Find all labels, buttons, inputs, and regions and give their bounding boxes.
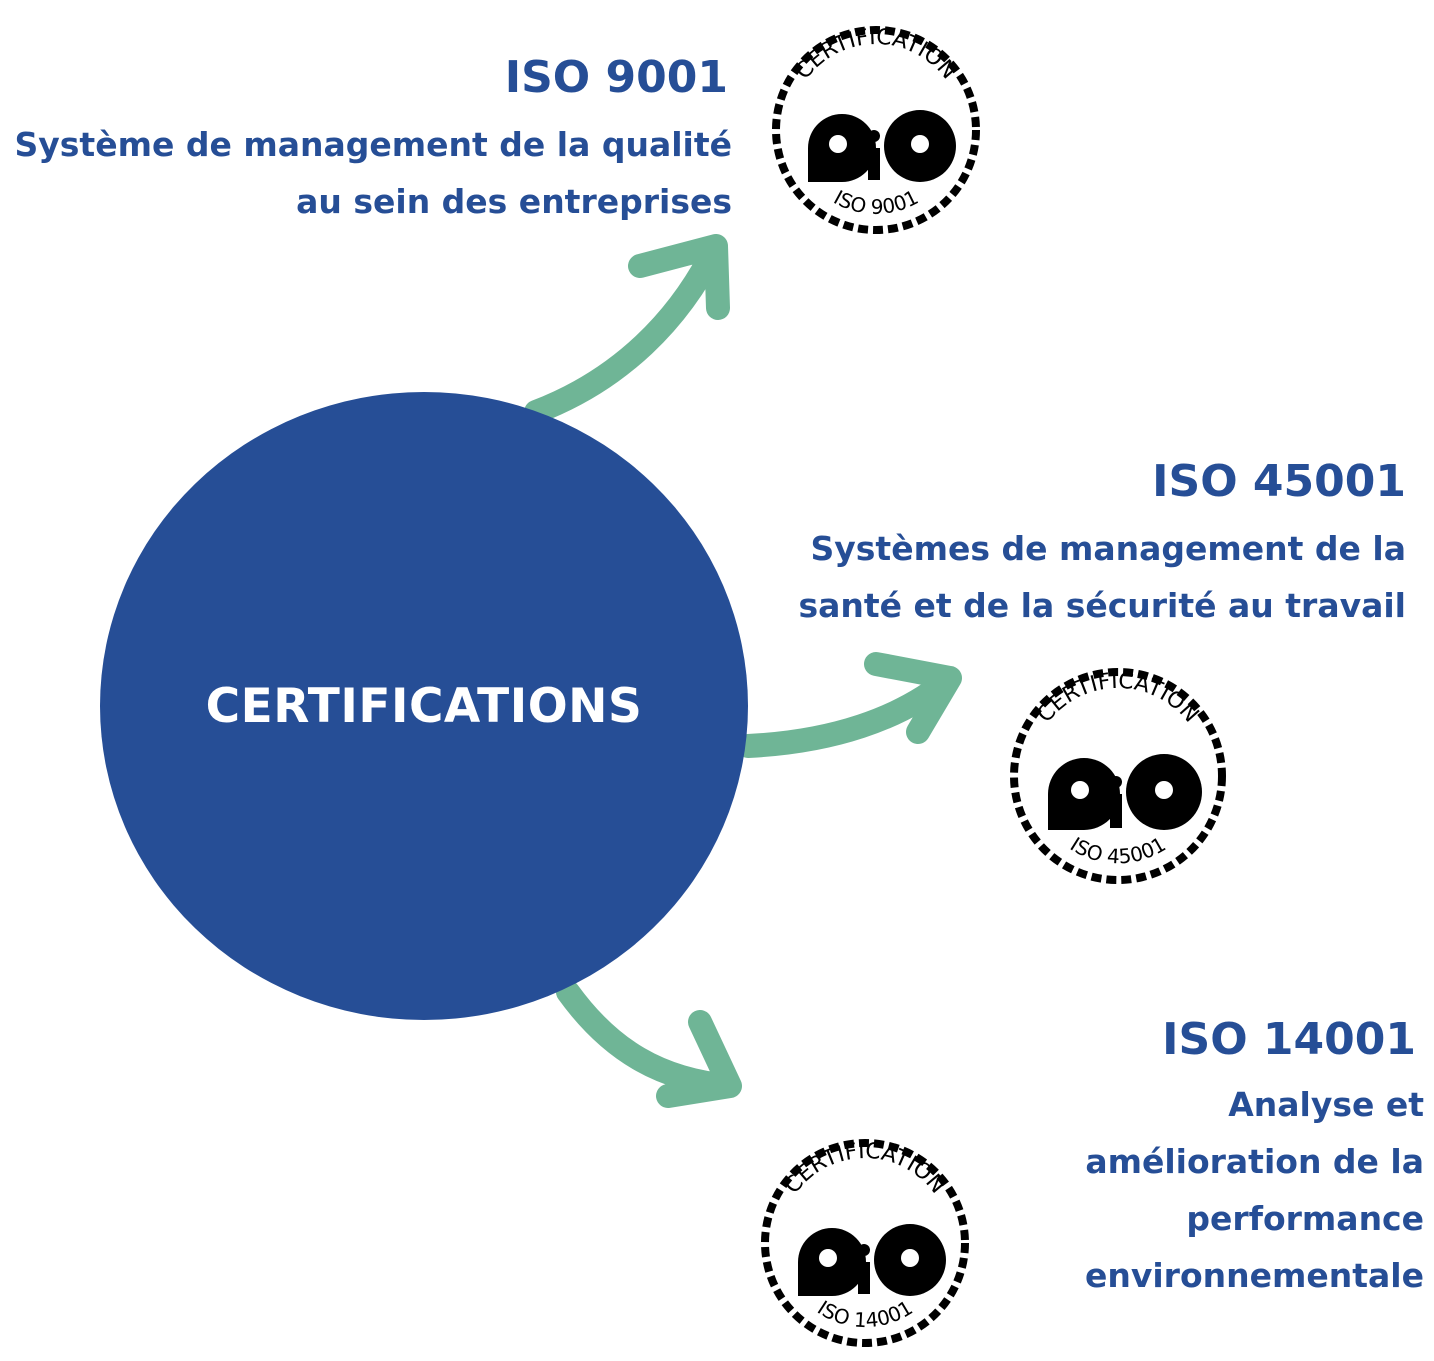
aio-logo-icon	[808, 110, 956, 182]
badge-bottom-text: ISO 9001	[830, 185, 922, 219]
certifications-hub: CERTIFICATIONS	[100, 392, 748, 1020]
aio-logo-icon	[1048, 754, 1202, 830]
iso-9001-description: Système de management de la qualité au s…	[14, 125, 733, 221]
aio-logo-icon	[798, 1224, 946, 1296]
badge-top-text: CERTIFICATION	[780, 1139, 950, 1199]
badge-rope-ring	[772, 26, 980, 234]
arrow-to-iso-14001	[556, 980, 742, 1108]
arrow-to-iso-45001	[736, 652, 962, 758]
iso-14001-badge: CERTIFICATION ISO 14001	[752, 1130, 978, 1356]
iso-45001-badge: CERTIFICATION ISO 45001	[998, 660, 1238, 892]
badge-bottom-text: ISO 14001	[813, 1295, 916, 1332]
iso-9001-title: ISO 9001	[504, 52, 728, 103]
badge-rope-ring	[1010, 668, 1226, 884]
hub-label: CERTIFICATIONS	[205, 678, 643, 734]
badge-rope-ring	[761, 1139, 969, 1347]
arrow-to-iso-9001	[524, 234, 730, 424]
iso-45001-title: ISO 45001	[1152, 456, 1406, 507]
badge-top-text: CERTIFICATION	[1033, 669, 1204, 728]
iso-45001-description: Systèmes de management de la santé et de…	[798, 529, 1406, 625]
iso-14001-title: ISO 14001	[1162, 1014, 1416, 1065]
iso-14001-description: Analyse et amélioration de la performanc…	[1084, 1085, 1424, 1295]
badge-bottom-text: ISO 45001	[1066, 832, 1170, 869]
iso-9001-badge: CERTIFICATION ISO 9001	[760, 18, 992, 242]
